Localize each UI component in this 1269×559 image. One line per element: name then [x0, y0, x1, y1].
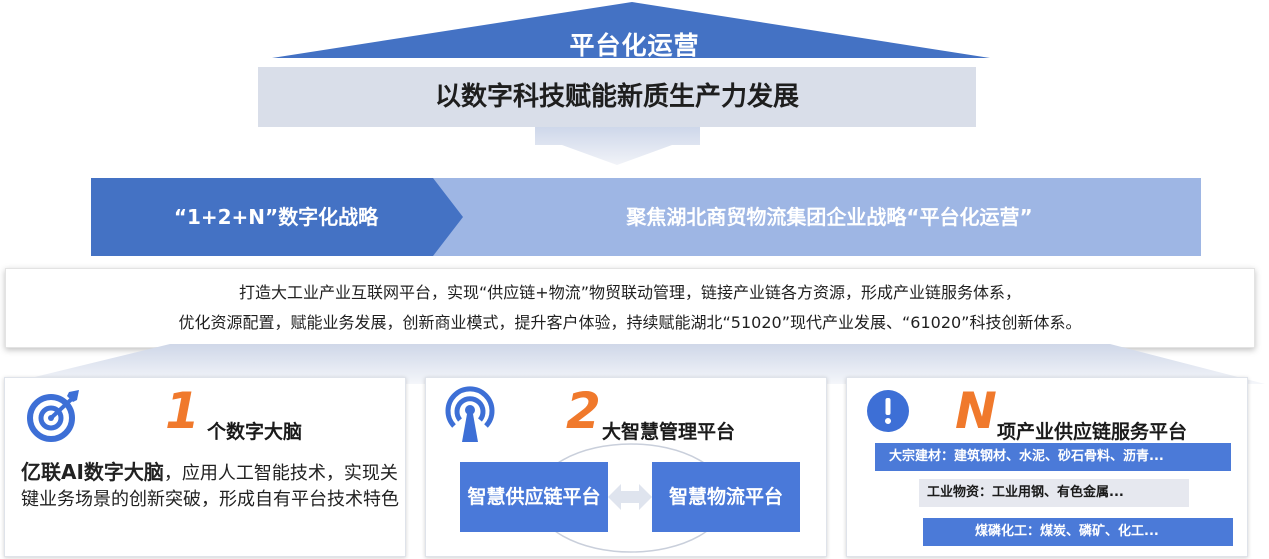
card-supply-chain-services: N 项产业供应链服务平台 大宗建材：建筑钢材、水泥、砂石骨料、沥青... 工业物…	[846, 377, 1248, 557]
card2-number: 2	[566, 382, 601, 440]
card1-title: 个数字大脑	[207, 421, 303, 443]
chip3-label: 煤磷化工：	[975, 524, 1041, 539]
chip3-items: 煤炭、磷矿、化工...	[1040, 524, 1159, 539]
strategy-banner	[91, 178, 1201, 256]
description-box: 打造大工业产业互联网平台，实现“供应链+物流”物贸联动管理，链接产业链各方资源，…	[5, 268, 1255, 348]
card1-highlight: 亿联AI数字大脑	[21, 460, 164, 484]
connector-fan	[6, 344, 1265, 384]
exclamation-icon	[867, 390, 909, 432]
chip-building-materials: 大宗建材：建筑钢材、水泥、砂石骨料、沥青...	[875, 443, 1231, 471]
chip1-items: 建筑钢材、水泥、砂石骨料、沥青...	[954, 449, 1164, 464]
page-subtitle: 以数字科技赋能新质生产力发展	[434, 82, 799, 112]
card3-title: 项产业供应链服务平台	[997, 421, 1188, 443]
roof-shape	[258, 2, 990, 165]
description-line-2: 优化资源配置，赋能业务发展，创新商业模式，提升客户体验，持续赋能湖北“51020…	[178, 313, 1082, 332]
chip1-label: 大宗建材：	[889, 449, 955, 464]
smart-supply-chain-platform: 智慧供应链平台	[460, 462, 608, 532]
chip-industrial-materials: 工业物资：工业用钢、有色金属...	[919, 479, 1189, 507]
card1-description: 亿联AI数字大脑，应用人工智能技术，实现关键业务场景的创新突破，形成自有平台技术…	[21, 459, 401, 513]
target-icon	[27, 390, 79, 442]
card-digital-brain: 1 个数字大脑 亿联AI数字大脑，应用人工智能技术，实现关键业务场景的创新突破，…	[4, 377, 406, 557]
description-line-1: 打造大工业产业互联网平台，实现“供应链+物流”物贸联动管理，链接产业链各方资源，…	[239, 283, 1021, 302]
card1-text: ，应用人工智能技术，实现关键业务场景的创新突破，形成自有平台技术特色	[21, 463, 399, 510]
signal-tower-icon	[445, 386, 495, 442]
chip-coal-phosphorus-chemicals: 煤磷化工：煤炭、磷矿、化工...	[923, 518, 1233, 546]
roof-title: 平台化运营	[569, 31, 700, 60]
strategy-right: 聚焦湖北商贸物流集团企业战略“平台化运营”	[626, 205, 1033, 229]
strategy-left: “1+2+N”数字化战略	[173, 205, 379, 229]
chip2-label: 工业物资：	[927, 485, 993, 500]
card-smart-platforms: 2 大智慧管理平台 智慧供应链平台 智慧物流平台	[425, 377, 827, 557]
card1-number: 1	[165, 382, 200, 440]
card3-number: N	[955, 382, 997, 440]
smart-logistics-platform: 智慧物流平台	[652, 462, 800, 532]
card2-title: 大智慧管理平台	[602, 421, 736, 443]
double-arrow-icon	[608, 484, 652, 510]
chip2-items: 工业用钢、有色金属...	[992, 485, 1124, 500]
